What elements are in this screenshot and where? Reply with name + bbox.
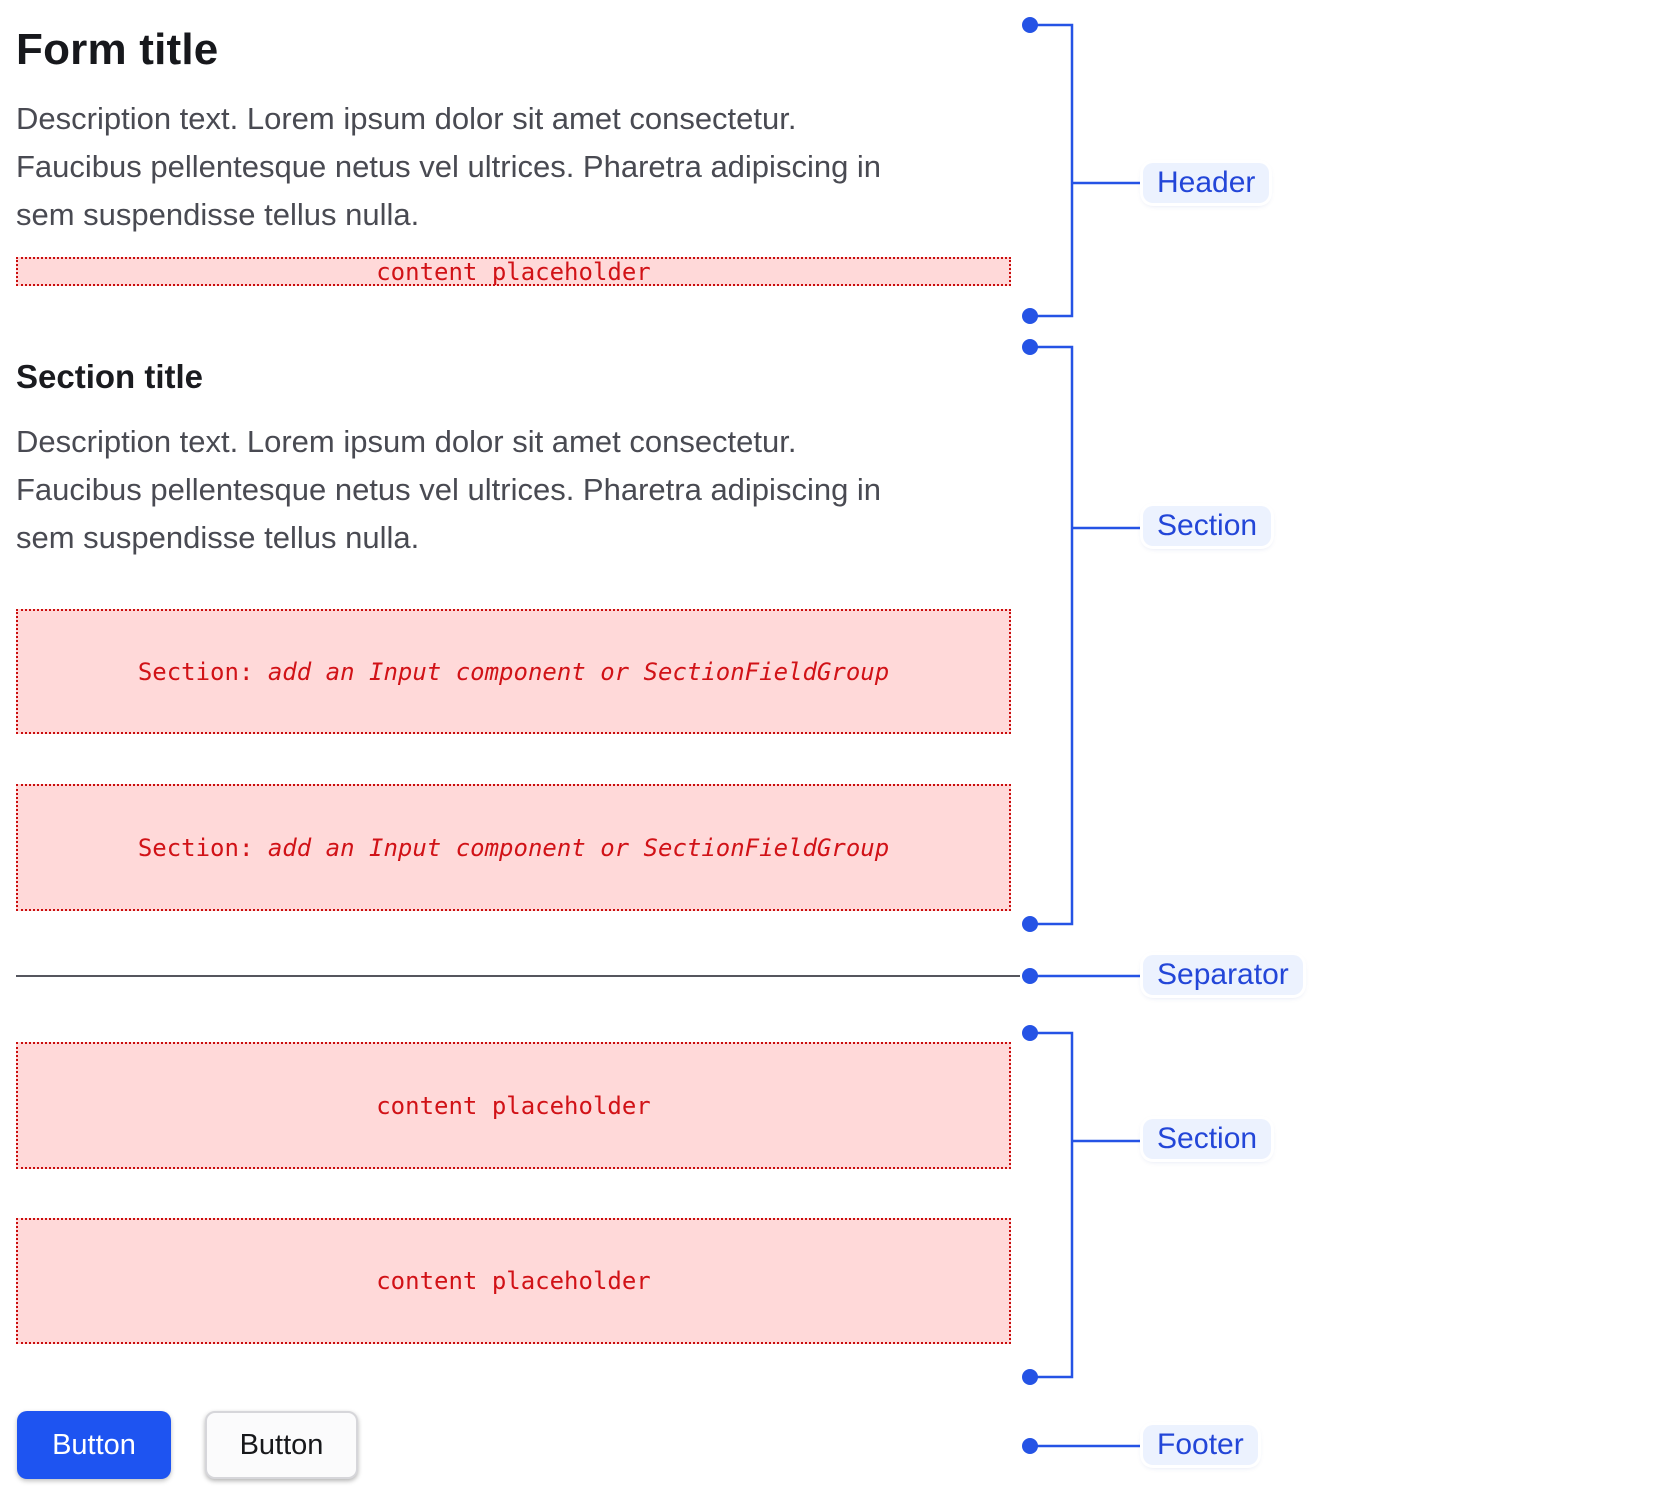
form-description-line: Description text. Lorem ipsum dolor sit …: [16, 101, 797, 136]
placeholder-text: Section: add an Input component or Secti…: [137, 833, 890, 862]
section-description-line: Description text. Lorem ipsum dolor sit …: [16, 424, 797, 459]
secondary-button[interactable]: Button: [205, 1411, 358, 1479]
header-content-placeholder: content placeholder: [16, 257, 1011, 286]
annotation-label-footer: Footer: [1143, 1425, 1258, 1465]
placeholder-text: content placeholder: [376, 1267, 651, 1295]
anchor-dot: [1022, 916, 1038, 932]
anchor-dot: [1022, 1025, 1038, 1041]
section2-bracket: [1030, 1031, 1074, 1379]
annotation-label-header: Header: [1143, 163, 1270, 203]
header-bracket: [1030, 23, 1074, 318]
anchor-dot: [1022, 1438, 1038, 1454]
section1-bracket: [1030, 345, 1074, 926]
form-description-line: sem suspendisse tellus nulla.: [16, 197, 420, 232]
section-content-placeholder: content placeholder: [16, 1218, 1011, 1344]
section-description-line: Faucibus pellentesque netus vel ultrices…: [16, 472, 882, 507]
annotation-label-section: Section: [1143, 506, 1272, 546]
anchor-dot: [1022, 1369, 1038, 1385]
section-description-line: sem suspendisse tellus nulla.: [16, 520, 420, 555]
placeholder-text: content placeholder: [376, 257, 651, 286]
annotation-label-separator: Separator: [1143, 955, 1303, 995]
section-content-placeholder: content placeholder: [16, 1042, 1011, 1169]
placeholder-text: Section: add an Input component or Secti…: [137, 657, 890, 686]
section-description: Description text. Lorem ipsum dolor sit …: [16, 418, 881, 562]
separator-line: [16, 975, 1020, 977]
anchor-dot: [1022, 308, 1038, 324]
placeholder-text: content placeholder: [376, 1091, 651, 1120]
annotation-label-section: Section: [1143, 1119, 1272, 1159]
anchor-dot: [1022, 339, 1038, 355]
section-input-placeholder: Section: add an Input component or Secti…: [16, 784, 1011, 911]
form-title: Form title: [16, 25, 219, 74]
section-input-placeholder: Section: add an Input component or Secti…: [16, 609, 1011, 734]
primary-button[interactable]: Button: [17, 1411, 171, 1479]
section-title: Section title: [16, 358, 204, 395]
anchor-dot: [1022, 17, 1038, 33]
anchor-dot: [1022, 968, 1038, 984]
form-description-line: Faucibus pellentesque netus vel ultrices…: [16, 149, 882, 184]
form-description: Description text. Lorem ipsum dolor sit …: [16, 95, 881, 239]
